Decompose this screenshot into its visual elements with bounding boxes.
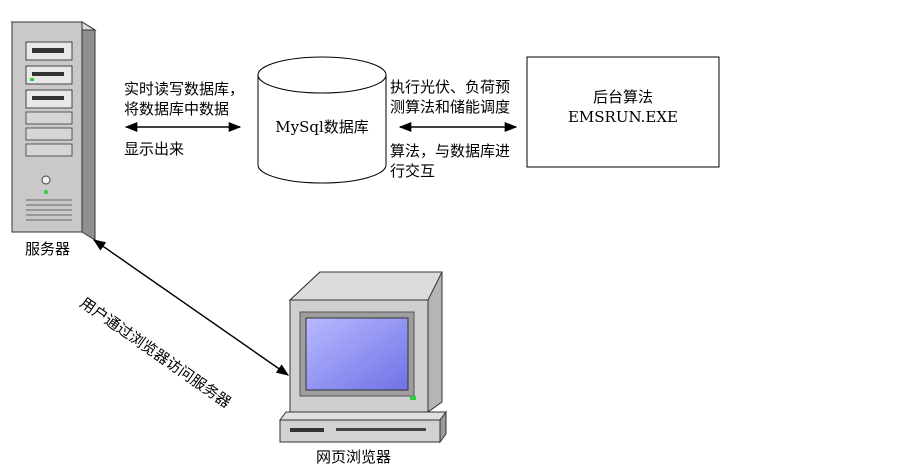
database-label: MySql数据库: [275, 118, 369, 136]
database-cylinder-icon[interactable]: [257, 56, 387, 184]
server-db-text-line1: 实时读写数据库，: [124, 80, 245, 98]
backend-title: 后台算法: [592, 88, 653, 106]
db-backend-text-line3: 算法，与数据库进: [390, 142, 511, 160]
browser-label: 网页浏览器: [316, 448, 392, 466]
db-backend-text-line1: 执行光伏、负荷预: [390, 78, 511, 96]
backend-algorithm-box[interactable]: [526, 56, 720, 168]
desktop-computer-icon[interactable]: [279, 271, 447, 444]
server-db-text-line3: 显示出来: [124, 140, 185, 158]
db-backend-text-line2: 测算法和储能调度: [390, 98, 511, 116]
server-tower-icon[interactable]: [10, 21, 97, 241]
server-db-text-line2: 将数据库中数据: [124, 100, 230, 118]
user-server-arrow: [92, 239, 290, 376]
backend-exe-name: EMSRUN.EXE: [567, 108, 679, 126]
server-label: 服务器: [25, 240, 71, 258]
db-backend-text-line4: 行交互: [390, 162, 436, 180]
